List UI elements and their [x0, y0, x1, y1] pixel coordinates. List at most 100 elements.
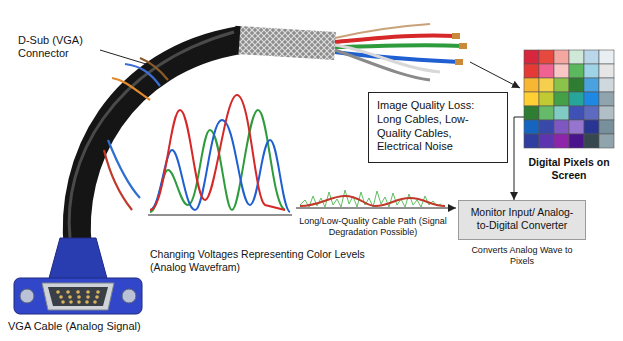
pixel-grid	[569, 92, 584, 106]
pins	[96, 290, 100, 294]
pixel-grid	[554, 106, 569, 120]
pixel-grid	[584, 78, 599, 92]
pixel-grid	[569, 134, 584, 148]
shell-inner	[48, 287, 108, 306]
connector-plate	[14, 278, 142, 314]
pins	[86, 295, 90, 299]
leader-line	[100, 50, 146, 64]
pins	[77, 300, 81, 304]
wire	[108, 140, 140, 198]
pixel-grid	[569, 64, 584, 78]
signal-path-arrow	[296, 208, 456, 209]
pins	[77, 295, 81, 299]
note-box: Image Quality Loss: Long Cables, Low-Qua…	[368, 92, 508, 163]
pixel-grid	[584, 50, 599, 64]
pixel-grid	[554, 50, 569, 64]
red-wave	[150, 95, 285, 210]
pixel-grid	[554, 134, 569, 148]
pixel-grid	[539, 92, 554, 106]
pixel-grid	[524, 92, 539, 106]
pixel-grid	[524, 78, 539, 92]
pixel-grid	[599, 64, 614, 78]
pixel-grid	[584, 92, 599, 106]
pixel-grid	[539, 64, 554, 78]
vga-cable	[69, 26, 335, 250]
jacket-end	[236, 26, 238, 54]
pixel-grid	[584, 134, 599, 148]
pixel-grid	[554, 120, 569, 134]
pixel-grid-node: Digital Pixels on Screen	[524, 50, 614, 184]
pins	[61, 300, 65, 304]
pins	[66, 290, 70, 294]
part-label: VGA Cable (Analog Signal)	[8, 320, 188, 333]
pixel-grid	[524, 120, 539, 134]
pixel-grid	[569, 50, 584, 64]
pixel-grid	[524, 50, 539, 64]
connector-arrow	[514, 117, 524, 200]
pixel-grid	[569, 78, 584, 92]
pixel-grid	[524, 50, 614, 148]
pixel-grid	[539, 106, 554, 120]
screw	[122, 289, 136, 303]
pins	[93, 300, 97, 304]
metal-shell	[42, 283, 114, 310]
pixel-grid	[524, 106, 539, 120]
braided-shield	[238, 40, 335, 46]
wire	[335, 50, 430, 80]
node-text: Image Quality Loss: Long Cables, Low-Qua…	[377, 99, 499, 154]
wire	[140, 58, 168, 80]
pins	[59, 295, 63, 299]
wire	[112, 78, 150, 100]
degraded-signal	[296, 190, 456, 208]
node-text: Digital Pixels on Screen	[524, 156, 614, 181]
pixel-grid	[584, 64, 599, 78]
pins	[56, 290, 100, 304]
converter-box: Monitor Input/ Analog-to-Digital Convert…	[458, 200, 586, 240]
pixel-grid	[524, 134, 539, 148]
pixel-grid	[599, 50, 614, 64]
pixel-grid	[599, 120, 614, 134]
pixel-grid	[599, 134, 614, 148]
pixel-grid	[584, 120, 599, 134]
axis	[148, 214, 292, 215]
waveform-caption: Changing Voltages Representing Color Lev…	[150, 248, 390, 273]
pixel-grid	[524, 64, 539, 78]
pixel-grid	[599, 106, 614, 120]
pixel-grid	[539, 120, 554, 134]
pins	[56, 290, 60, 294]
pins	[68, 295, 72, 299]
pins	[85, 300, 89, 304]
analog-waveform	[148, 95, 292, 215]
pins	[86, 290, 90, 294]
part-label: D-Sub (VGA) Connector	[18, 34, 102, 60]
copper-end	[459, 43, 467, 49]
pixel-grid	[554, 64, 569, 78]
pixel-grid	[554, 78, 569, 92]
signal-wave	[300, 196, 445, 206]
copper-end	[455, 59, 463, 65]
pixel-grid	[539, 134, 554, 148]
converter-note: Converts Analog Wave to Pixels	[462, 245, 582, 267]
wire	[335, 45, 462, 47]
pins	[76, 290, 80, 294]
cable-highlight	[69, 32, 234, 238]
pixel-grid	[539, 50, 554, 64]
screw	[20, 289, 34, 303]
connector-boot	[48, 238, 108, 282]
pixel-grid	[599, 92, 614, 106]
node-text: Monitor Input/ Analog-to-Digital Convert…	[465, 206, 579, 231]
wire-to-pixels-arrow	[470, 62, 520, 88]
pins	[95, 295, 99, 299]
pixel-grid	[569, 106, 584, 120]
cable-jacket	[77, 40, 240, 250]
pixel-grid	[569, 120, 584, 134]
pixel-grid	[554, 92, 569, 106]
wire	[335, 35, 455, 42]
pins	[69, 300, 73, 304]
pixel-grid	[584, 106, 599, 120]
d-sub-connector	[14, 238, 142, 314]
